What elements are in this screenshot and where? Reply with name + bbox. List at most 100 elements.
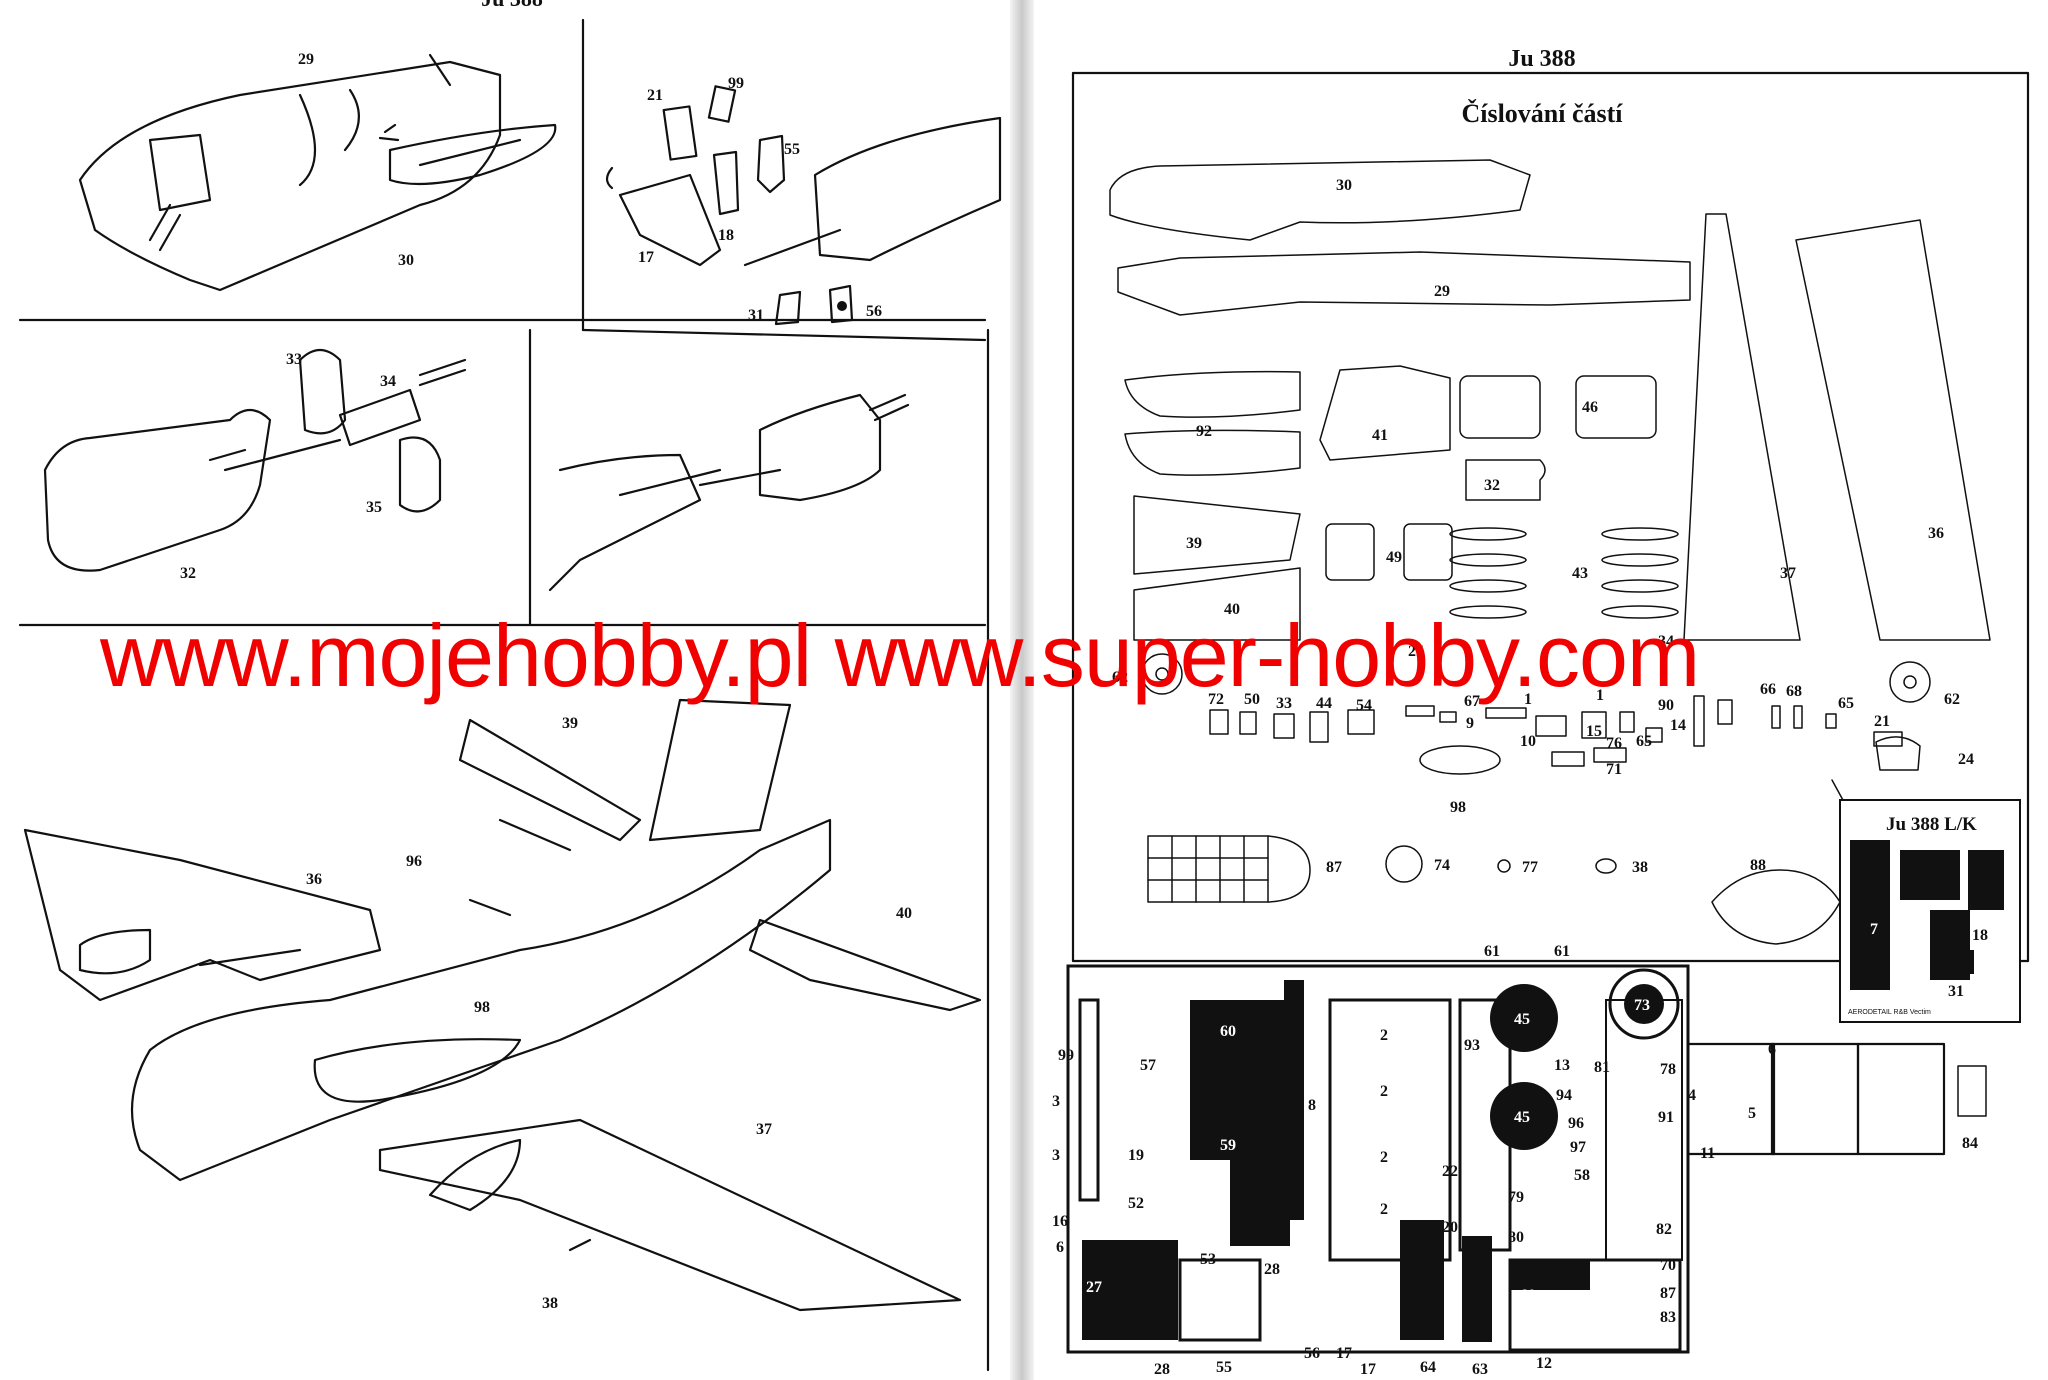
part-label-44: 44 xyxy=(1316,695,1332,712)
fret-label-96: 96 xyxy=(1568,1115,1584,1132)
label-56: 56 xyxy=(866,303,882,320)
fret-label-79: 79 xyxy=(1508,1189,1524,1206)
panel-3-labels: 33 34 35 32 xyxy=(180,351,396,582)
label-30: 30 xyxy=(398,252,414,269)
label-99: 99 xyxy=(728,75,744,92)
label-21: 21 xyxy=(647,87,663,104)
fret-label-84: 84 xyxy=(1962,1135,1978,1152)
fret-label-52b: 52 xyxy=(1126,1307,1142,1324)
panel-2-labels: 21 99 55 17 18 31 56 xyxy=(638,75,882,324)
decal-label-18: 18 xyxy=(1972,927,1988,944)
fret-label-82: 82 xyxy=(1656,1221,1672,1238)
fret-label-16: 16 xyxy=(1052,1213,1068,1230)
right-page-subtitle: Číslování částí xyxy=(1461,99,1623,128)
part-label-40: 40 xyxy=(1224,601,1240,618)
part-label-34: 34 xyxy=(1658,633,1674,650)
decal-label-7: 7 xyxy=(1870,921,1878,938)
fret-label-27: 27 xyxy=(1086,1279,1102,1296)
part-label-92: 92 xyxy=(1196,423,1212,440)
fret-label-60: 60 xyxy=(1220,1023,1236,1040)
part-label-66: 66 xyxy=(1760,681,1776,698)
left-page-drawing: Ju 388 xyxy=(18,0,1002,1372)
fret-label-6a: 6 xyxy=(1056,1239,1064,1256)
label-39: 39 xyxy=(562,715,578,732)
label-33: 33 xyxy=(286,351,302,368)
seat-frets xyxy=(1686,1042,1946,1156)
left-header-partial: Ju 388 xyxy=(481,0,543,11)
part-label-49: 49 xyxy=(1386,549,1402,566)
label-32: 32 xyxy=(180,565,196,582)
part-label-74: 74 xyxy=(1434,857,1450,874)
part-label-29: 29 xyxy=(1434,283,1450,300)
parts-43-group xyxy=(1449,527,1679,619)
fret-label-45a: 45 xyxy=(1514,1011,1530,1028)
label-55: 55 xyxy=(784,141,800,158)
part-label-76: 76 xyxy=(1606,735,1622,752)
part-label-68: 68 xyxy=(1786,683,1802,700)
fret-label-97: 97 xyxy=(1570,1139,1586,1156)
fret-label-8: 8 xyxy=(1308,1097,1316,1114)
label-98: 98 xyxy=(474,999,490,1016)
fret-label-63: 63 xyxy=(1472,1361,1488,1378)
label-35: 35 xyxy=(366,499,382,516)
fret-label-91: 91 xyxy=(1658,1109,1674,1126)
part-label-65a: 65 xyxy=(1838,695,1854,712)
left-instruction-page: Ju 388 xyxy=(0,0,1010,1380)
fret-label-61b: 61 xyxy=(1554,943,1570,960)
fret-label-69: 69 xyxy=(1520,1287,1536,1304)
part-label-9: 9 xyxy=(1466,715,1474,732)
label-17: 17 xyxy=(638,249,654,266)
fret-label-64: 64 xyxy=(1420,1359,1436,1376)
fret-label-56: 56 xyxy=(1304,1345,1320,1362)
fret-label-28b: 28 xyxy=(1154,1361,1170,1378)
watermark: www.mojehobby.pl www.super-hobby.com xyxy=(100,606,1700,705)
fret-label-83: 83 xyxy=(1660,1309,1676,1326)
fret-label-22: 22 xyxy=(1442,1163,1458,1180)
panel-4-engine-drawing xyxy=(548,393,910,592)
part-label-25: 25 xyxy=(1408,643,1424,660)
fret-label-87: 87 xyxy=(1660,1285,1676,1302)
label-40: 40 xyxy=(896,905,912,922)
part-label-50: 50 xyxy=(1244,691,1260,708)
fret-labels: 61 61 99 57 3 3 60 2 2 45 73 93 13 94 81… xyxy=(1052,943,1978,1378)
panel-5-labels: 39 36 96 40 98 37 38 xyxy=(306,715,912,1312)
part-label-37: 37 xyxy=(1780,565,1796,582)
fret-label-73: 73 xyxy=(1634,997,1650,1014)
fret-label-59: 59 xyxy=(1220,1137,1236,1154)
part-label-41: 41 xyxy=(1372,427,1388,444)
small-parts-row xyxy=(1141,653,1987,1117)
part-label-33: 33 xyxy=(1276,695,1292,712)
part-label-38: 38 xyxy=(1632,859,1648,876)
part-label-1a: 1 xyxy=(1524,691,1532,708)
part-56-dot xyxy=(837,301,847,311)
part-label-24: 24 xyxy=(1958,751,1974,768)
right-page-title: Ju 388 xyxy=(1508,46,1575,72)
part-label-39: 39 xyxy=(1186,535,1202,552)
fret-label-80: 80 xyxy=(1508,1229,1524,1246)
fret-label-5: 5 xyxy=(1748,1105,1756,1122)
panel-grid xyxy=(18,18,990,1372)
fret-label-45b: 45 xyxy=(1514,1109,1530,1126)
part-label-71: 71 xyxy=(1606,761,1622,778)
fret-label-2b: 2 xyxy=(1380,1083,1388,1100)
part-label-72: 72 xyxy=(1208,691,1224,708)
part-label-30: 30 xyxy=(1336,177,1352,194)
part-label-90: 90 xyxy=(1658,697,1674,714)
fret-label-6b: 6 xyxy=(1768,1041,1776,1058)
fret-label-20: 20 xyxy=(1442,1219,1458,1236)
label-37: 37 xyxy=(756,1121,772,1138)
fret-label-75: 75 xyxy=(1564,1257,1580,1274)
fret-label-2c: 2 xyxy=(1380,1149,1388,1166)
label-96: 96 xyxy=(406,853,422,870)
fret-label-70: 70 xyxy=(1660,1257,1676,1274)
panel-1-fuselage-drawing xyxy=(78,53,557,292)
fret-label-12: 12 xyxy=(1536,1355,1552,1372)
decal-sheet-footer: AERODETAIL R&B Vectim xyxy=(1848,1009,1931,1016)
fret-label-3a: 3 xyxy=(1052,1093,1060,1110)
part-label-54: 54 xyxy=(1356,697,1372,714)
panel-5-aircraft-drawing xyxy=(23,698,982,1312)
part-label-43: 43 xyxy=(1572,565,1588,582)
engine-fans xyxy=(1490,968,1680,1150)
fret-label-17a: 17 xyxy=(1336,1345,1352,1362)
fret-label-78: 78 xyxy=(1660,1061,1676,1078)
